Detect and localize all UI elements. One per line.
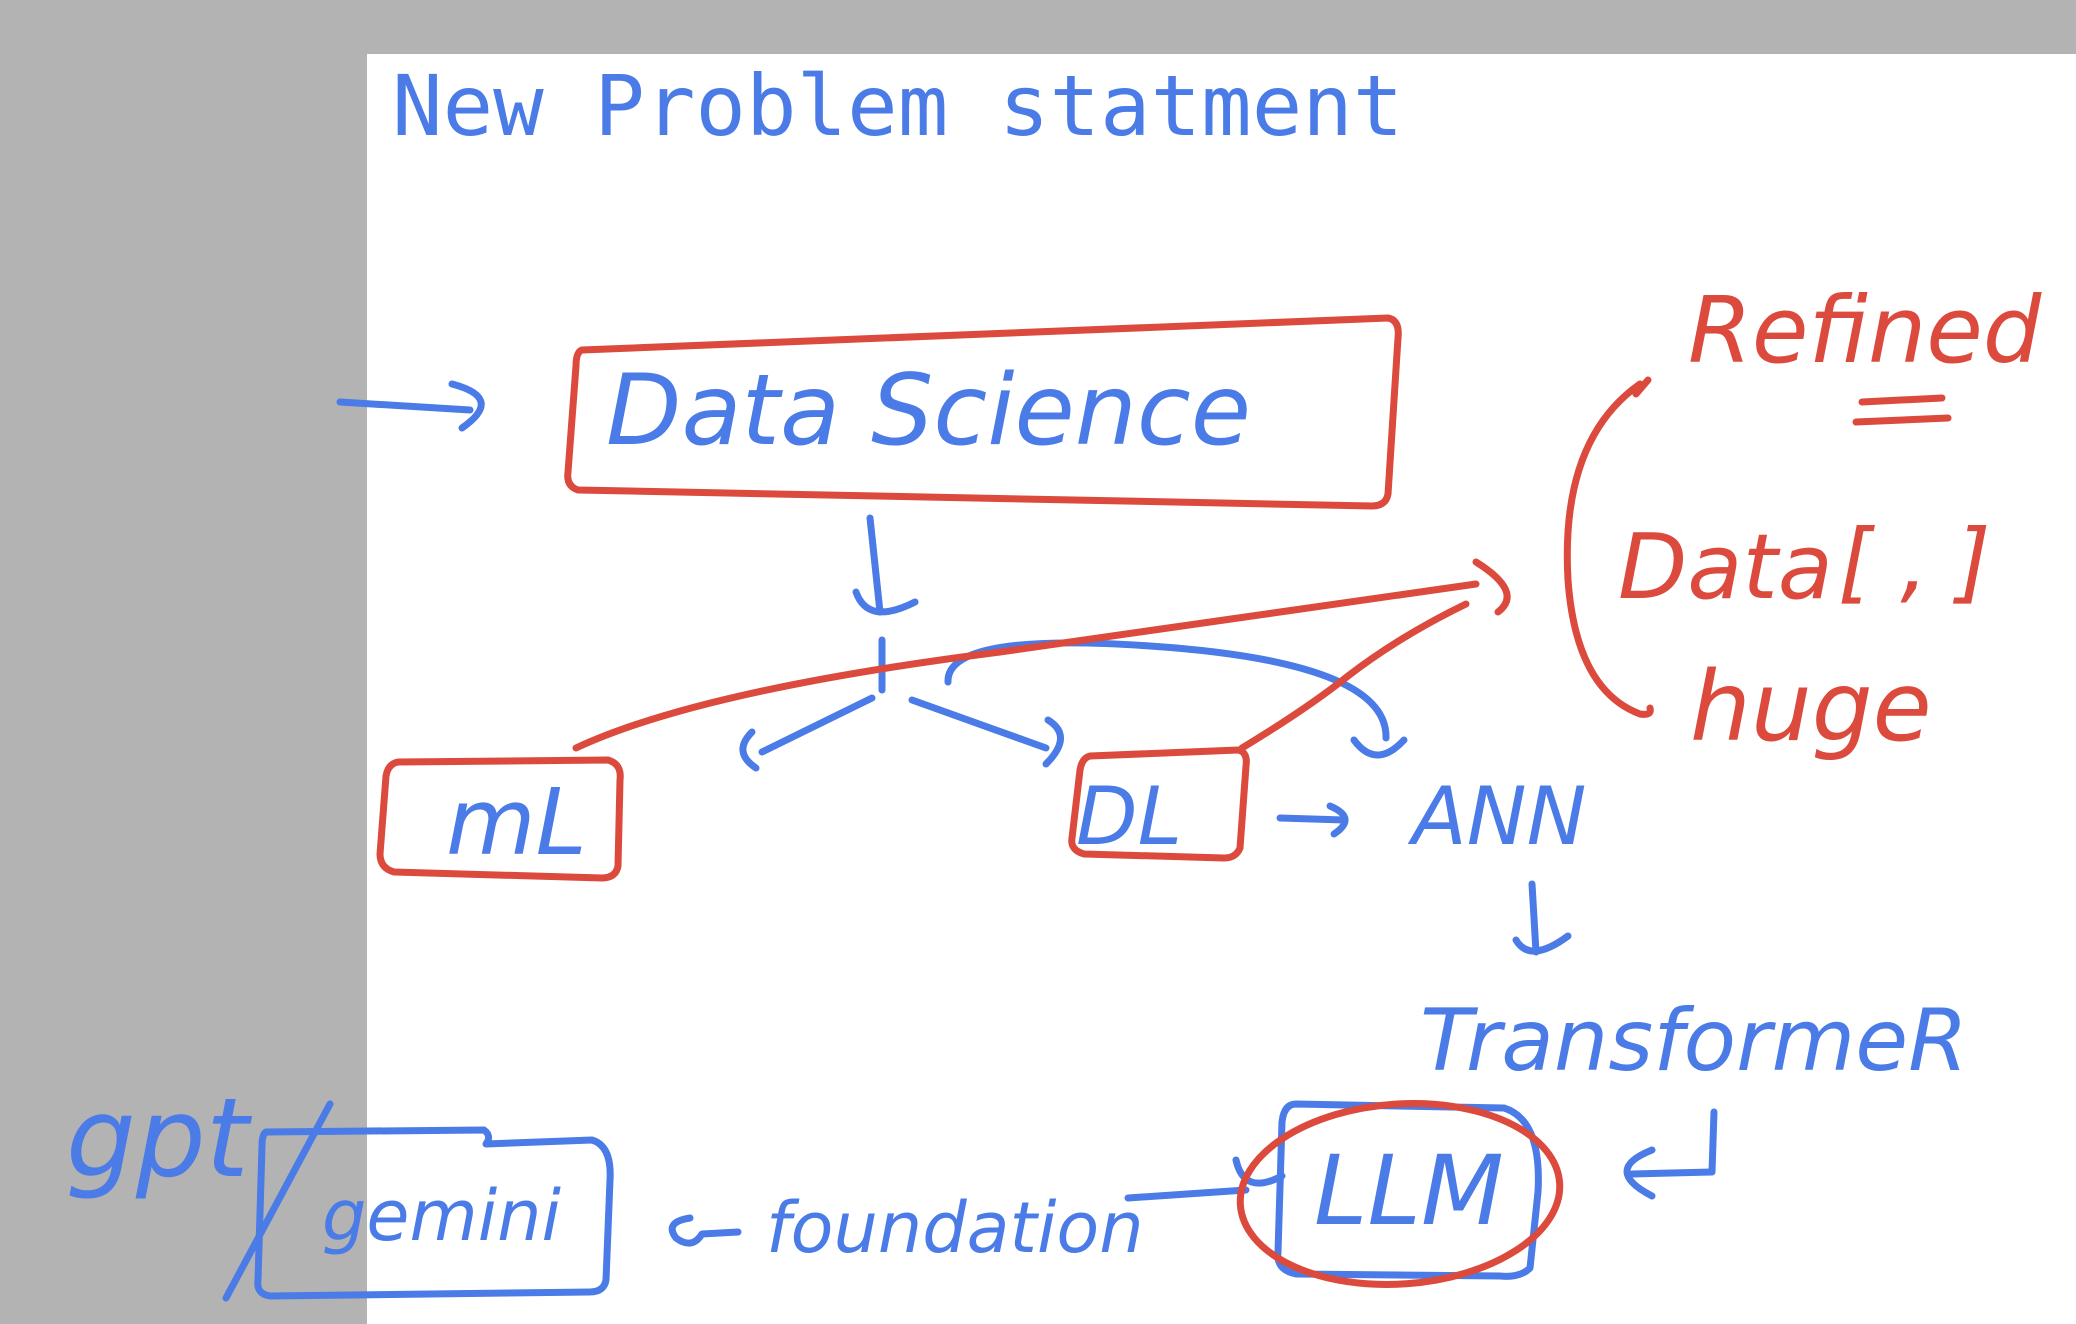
big-parenthesis [1563,380,1654,718]
ml-box [376,756,624,882]
whiteboard-page[interactable] [367,54,2076,1324]
down-arrow-ds-head [852,588,919,616]
dl-to-data-arrow [1238,600,1470,752]
label-gpt: gpt [66,1074,253,1202]
label-transformer: TransformeR [1420,991,1968,1091]
branch-to-dl [908,696,1050,752]
transformer-to-llm-arrow [1628,1108,1718,1178]
dl-box [1068,746,1250,862]
red-ink-strokes [376,314,1952,1288]
llm-circle [1236,1100,1564,1288]
label-data-science: Data Science [606,354,1251,468]
branch-to-dl-head [1042,716,1064,768]
label-dl: DL [1076,770,1182,863]
gemini-box [254,1126,614,1300]
label-ann: ANN [1407,770,1586,863]
top-margin [0,0,2076,54]
down-arrow-ds [866,514,884,616]
note-refined: Refined [1688,277,2042,384]
curve-to-ann-head [1350,736,1408,759]
label-gemini: gemini [322,1175,562,1257]
branch-to-ml-head [739,728,760,772]
ann-to-transformer-arrow-head [1512,932,1572,955]
foundation-to-llm-head [1232,1156,1286,1187]
blue-ink-strokes [222,380,1718,1302]
label-foundation: foundation [766,1187,1144,1269]
data-arrow-head [1472,558,1511,616]
dl-to-ann-arrow [1276,814,1348,824]
data-science-box [564,314,1402,510]
ann-to-transformer-arrow [1528,880,1540,956]
arrow-to-gemini [668,1214,742,1247]
entry-arrow [336,398,474,414]
note-brackets: [ , ] [1838,510,1991,613]
curve-to-ann [944,639,1390,742]
transformer-to-llm-arrow-head [1623,1146,1656,1200]
left-margin-panel [0,54,367,1324]
page-title: New Problem statment [392,57,1404,155]
entry-arrow-head [448,380,485,432]
foundation-to-llm-line [1124,1186,1250,1202]
parenthesis-tip [1632,376,1652,398]
note-huge: huge [1690,651,1932,763]
gpt-slash [222,1100,334,1302]
ml-to-data-arrow [572,580,1480,752]
note-data: Data [1618,515,1833,620]
branch-to-ml [758,694,876,756]
refined-underline-2 [1852,414,1952,426]
label-ml: mL [446,769,587,876]
label-llm: LLM [1314,1135,1504,1247]
refined-underline-1 [1858,394,1946,406]
dl-to-ann-arrow-head [1326,802,1349,838]
